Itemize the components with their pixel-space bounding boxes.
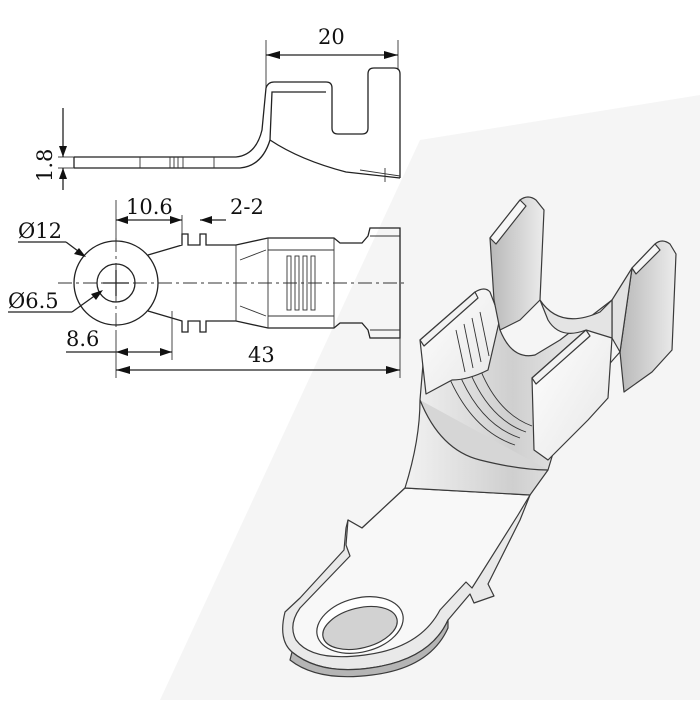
dim-20-label: 20	[318, 25, 345, 49]
dim-dia-12-label: Ø12	[18, 219, 62, 243]
dim-1-8-label: 1.8	[33, 149, 57, 182]
dim-2-2-label: 2-2	[230, 195, 264, 219]
isometric-view	[282, 196, 677, 678]
dim-43-label: 43	[248, 343, 275, 367]
side-view: 20 1.8	[33, 25, 401, 190]
dim-10-6-label: 10.6	[126, 195, 173, 219]
dim-dia-6-5-label: Ø6.5	[8, 289, 59, 313]
dim-8-6-label: 8.6	[66, 327, 99, 351]
top-view: 10.6 2-2 Ø12 Ø6.5 8.6 43	[8, 195, 405, 378]
